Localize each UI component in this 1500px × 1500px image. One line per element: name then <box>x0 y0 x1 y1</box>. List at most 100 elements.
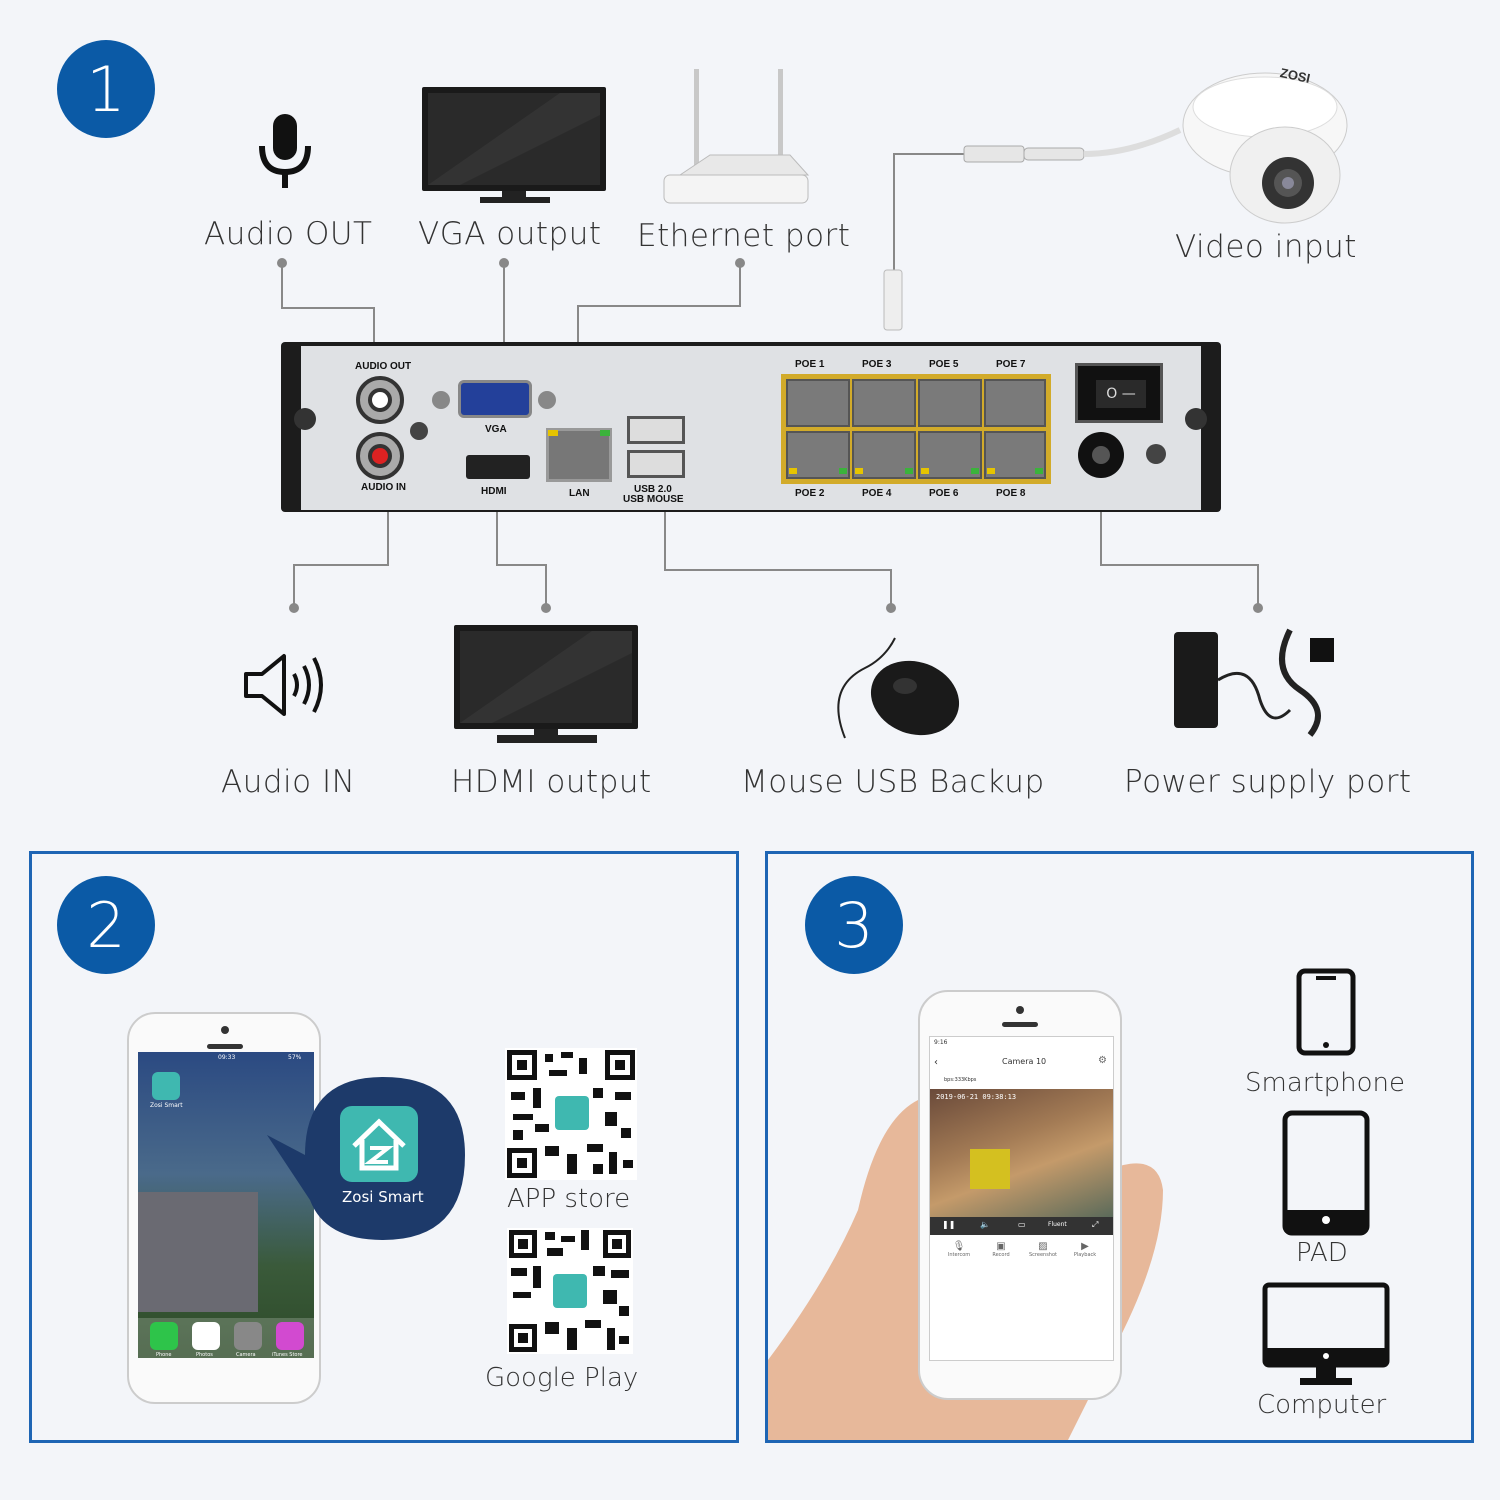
live-status-time: 9:16 <box>934 1039 948 1046</box>
poe-label: POE 3 <box>862 359 892 370</box>
port-label-lan: LAN <box>569 488 590 499</box>
dock-icon-photos <box>192 1322 220 1350</box>
fullscreen-icon[interactable]: ⤢ <box>1092 1220 1099 1229</box>
label-computer: Computer <box>1257 1390 1387 1420</box>
control-label: Intercom <box>947 1252 971 1258</box>
port-label-hdmi: HDMI <box>481 486 507 497</box>
live-toolbar: ❚❚ 🔈 ▭ Fluent ⤢ <box>930 1217 1113 1235</box>
dock-icon-itunes <box>276 1322 304 1350</box>
power-adapter-icon <box>1174 628 1334 737</box>
router-icon <box>663 69 810 204</box>
screw-small <box>410 422 428 440</box>
dock-icon-camera <box>234 1322 262 1350</box>
app-icon-small-label: Zosi Smart <box>150 1102 183 1109</box>
step-1-badge: 1 <box>57 40 155 138</box>
step-1-number: 1 <box>86 52 126 126</box>
settings-gear-icon[interactable]: ⚙ <box>1098 1055 1107 1066</box>
dock-icon-phone <box>150 1322 178 1350</box>
zosi-smart-app-icon <box>340 1106 418 1182</box>
label-hdmi-output: HDMI output <box>451 764 652 800</box>
usb-port-bottom <box>627 450 685 478</box>
status-battery: 57% <box>288 1054 302 1061</box>
qr-code-app-store <box>505 1048 637 1180</box>
usb-port-top <box>627 416 685 444</box>
house-shape <box>138 1192 258 1312</box>
control-record[interactable]: ▣ Record <box>986 1241 1016 1258</box>
step-3-badge: 3 <box>805 876 903 974</box>
dock-label: Phone <box>156 1352 172 1358</box>
step-2-badge: 2 <box>57 876 155 974</box>
live-video-feed: 2019-06-21 09:38:13 <box>930 1089 1113 1217</box>
label-video-input: Video input <box>1175 229 1357 265</box>
phone-screen: 09:33 57% Zosi Smart Phone Photos Camera… <box>138 1052 314 1358</box>
hdmi-port <box>466 455 530 479</box>
control-label: Playback <box>1073 1252 1097 1258</box>
phone-mockup-live: 9:16 ‹ Camera 10 ⚙ bps:333Kbps 2019-06-2… <box>918 990 1122 1400</box>
app-icon-small <box>152 1072 180 1100</box>
poe-label: POE 6 <box>929 488 959 499</box>
smartphone-icon <box>1296 968 1356 1056</box>
rca-audio-out <box>356 376 404 424</box>
poe-port-block <box>781 374 1051 484</box>
microphone-icon <box>259 114 311 188</box>
mute-icon[interactable]: 🔈 <box>980 1220 990 1229</box>
pause-icon[interactable]: ❚❚ <box>942 1220 956 1229</box>
poe-label: POE 7 <box>996 359 1026 370</box>
vga-screw-right <box>538 391 556 409</box>
poe-label: POE 2 <box>795 488 825 499</box>
dock-label: iTunes Store <box>272 1352 303 1358</box>
computer-icon <box>1262 1282 1390 1385</box>
dc-power-jack <box>1078 432 1124 478</box>
port-label-audio-in: AUDIO IN <box>361 482 406 493</box>
dock-label: Camera <box>236 1352 256 1358</box>
camera-cable <box>883 127 1182 331</box>
control-screenshot[interactable]: ▨ Screenshot <box>1028 1241 1058 1258</box>
layout-icon[interactable]: ▭ <box>1018 1220 1026 1229</box>
phone-mockup: 09:33 57% Zosi Smart Phone Photos Camera… <box>127 1012 321 1404</box>
live-camera-title: Camera 10 <box>1002 1057 1047 1066</box>
label-audio-in: Audio IN <box>221 764 356 800</box>
port-label-vga: VGA <box>485 424 507 435</box>
screw-left <box>294 408 316 430</box>
poe-ports <box>786 379 1046 479</box>
control-label: Record <box>992 1252 1010 1258</box>
control-label: Screenshot <box>1029 1252 1057 1258</box>
poe-label: POE 8 <box>996 488 1026 499</box>
vga-monitor-icon <box>422 87 606 203</box>
screw-right <box>1185 408 1207 430</box>
poe-label: POE 5 <box>929 359 959 370</box>
ground-screw <box>1146 444 1166 464</box>
live-app-screen: 9:16 ‹ Camera 10 ⚙ bps:333Kbps 2019-06-2… <box>929 1036 1114 1361</box>
step-2-number: 2 <box>86 888 126 962</box>
dome-camera-icon <box>1182 72 1348 224</box>
label-vga-output: VGA output <box>418 216 602 252</box>
lan-port <box>546 428 612 482</box>
tablet-icon <box>1282 1110 1370 1236</box>
control-playback[interactable]: ▶ Playback <box>1070 1241 1100 1258</box>
step-3-number: 3 <box>834 888 874 962</box>
poe-label: POE 4 <box>862 488 892 499</box>
power-switch: O — <box>1075 363 1163 423</box>
label-smartphone: Smartphone <box>1245 1068 1406 1098</box>
label-mouse-usb: Mouse USB Backup <box>741 764 1045 800</box>
hdmi-monitor-icon <box>454 625 638 743</box>
label-ethernet-port: Ethernet port <box>637 218 851 254</box>
speaker-icon <box>244 654 323 716</box>
qr-code-google-play <box>507 1228 633 1354</box>
rca-audio-in <box>356 432 404 480</box>
back-arrow-icon[interactable]: ‹ <box>934 1057 938 1068</box>
label-app-store: APP store <box>507 1184 631 1214</box>
vga-screw-left <box>432 391 450 409</box>
port-label-usb-1: USB 2.0 <box>634 484 672 495</box>
quality-label[interactable]: Fluent <box>1048 1221 1067 1228</box>
zosi-smart-app-label: Zosi Smart <box>342 1188 424 1206</box>
control-intercom[interactable]: 🎙 Intercom <box>944 1241 974 1258</box>
label-audio-out: Audio OUT <box>204 216 373 252</box>
playback-icon: ▶ <box>1081 1241 1089 1252</box>
vga-port <box>458 380 532 418</box>
dock-label: Photos <box>196 1352 213 1358</box>
label-pad: PAD <box>1296 1238 1348 1268</box>
live-timestamp: 2019-06-21 09:38:13 <box>936 1093 1017 1101</box>
record-icon: ▣ <box>996 1241 1006 1252</box>
connector-lines-top <box>277 258 1263 613</box>
